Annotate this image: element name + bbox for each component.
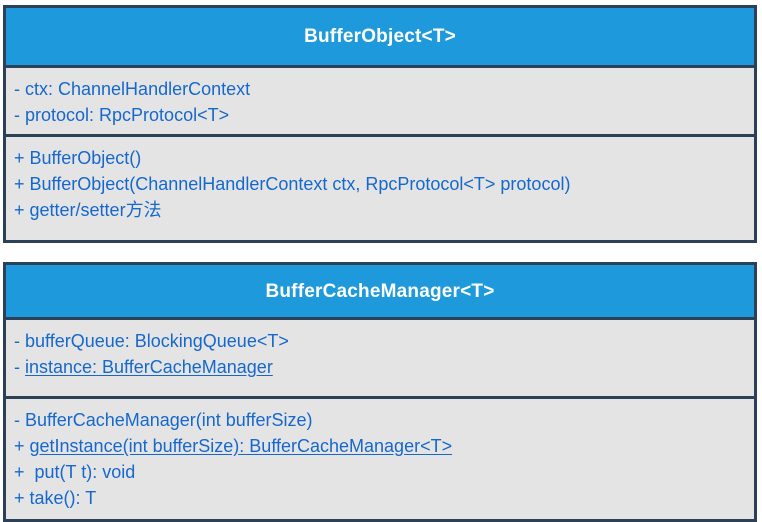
uml-member-row: - ctx: ChannelHandlerContext bbox=[14, 76, 754, 102]
member-visibility: + bbox=[14, 436, 30, 456]
member-name: ctx: ChannelHandlerContext bbox=[25, 79, 251, 99]
member-name: put(T t): void bbox=[29, 462, 136, 482]
member-name: bufferQueue: BlockingQueue<T> bbox=[25, 331, 289, 351]
member-visibility: - bbox=[14, 357, 25, 377]
member-visibility: + bbox=[14, 462, 30, 482]
uml-member-row: + take(): T bbox=[14, 485, 754, 511]
methods-compartment-buffer-cache-manager: - BufferCacheManager(int bufferSize)+ ge… bbox=[6, 399, 754, 519]
uml-member-row: + getter/setter方法 bbox=[14, 197, 754, 223]
member-name: take(): T bbox=[29, 488, 97, 508]
member-visibility: + bbox=[14, 148, 30, 168]
member-name: BufferCacheManager(int bufferSize) bbox=[25, 410, 313, 430]
uml-member-row: - protocol: RpcProtocol<T> bbox=[14, 102, 754, 128]
member-name: BufferObject() bbox=[29, 148, 142, 168]
uml-class-buffer-object[interactable]: BufferObject<T> - ctx: ChannelHandlerCon… bbox=[3, 5, 757, 243]
member-visibility: + bbox=[14, 488, 30, 508]
methods-compartment-buffer-object: + BufferObject()+ BufferObject(ChannelHa… bbox=[6, 137, 754, 231]
uml-member-row: - BufferCacheManager(int bufferSize) bbox=[14, 407, 754, 433]
uml-member-row: - bufferQueue: BlockingQueue<T> bbox=[14, 328, 754, 354]
class-title-buffer-cache-manager: BufferCacheManager<T> bbox=[6, 265, 754, 320]
member-name: BufferObject(ChannelHandlerContext ctx, … bbox=[29, 174, 571, 194]
member-name-static: getInstance(int bufferSize): BufferCache… bbox=[29, 436, 453, 456]
member-name: getter/setter方法 bbox=[29, 200, 162, 220]
member-name-static: instance: BufferCacheManager bbox=[25, 357, 273, 377]
attributes-compartment-buffer-cache-manager: - bufferQueue: BlockingQueue<T>- instanc… bbox=[6, 320, 754, 399]
uml-member-row: - instance: BufferCacheManager bbox=[14, 354, 754, 380]
member-visibility: + bbox=[14, 200, 30, 220]
attributes-compartment-buffer-object: - ctx: ChannelHandlerContext- protocol: … bbox=[6, 68, 754, 137]
uml-member-row: + BufferObject() bbox=[14, 145, 754, 171]
uml-member-row: + BufferObject(ChannelHandlerContext ctx… bbox=[14, 171, 754, 197]
member-visibility: - bbox=[14, 105, 25, 125]
class-title-buffer-object: BufferObject<T> bbox=[6, 8, 754, 68]
member-name: protocol: RpcProtocol<T> bbox=[25, 105, 230, 125]
uml-member-row: + getInstance(int bufferSize): BufferCac… bbox=[14, 433, 754, 459]
member-visibility: - bbox=[14, 331, 25, 351]
member-visibility: - bbox=[14, 410, 25, 430]
member-visibility: - bbox=[14, 79, 25, 99]
member-visibility: + bbox=[14, 174, 30, 194]
uml-class-buffer-cache-manager[interactable]: BufferCacheManager<T> - bufferQueue: Blo… bbox=[3, 262, 757, 522]
uml-member-row: + put(T t): void bbox=[14, 459, 754, 485]
